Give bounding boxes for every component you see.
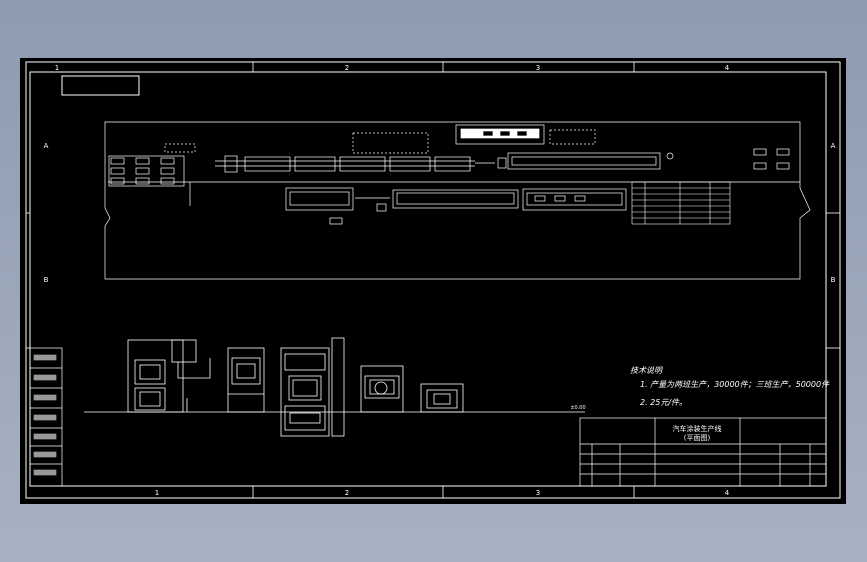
zone-row-a-right: A [831,142,836,150]
notes-line-2: 2. 25元/件。 [640,398,687,407]
zone-col-3-top: 3 [536,64,540,72]
zone-col-2-top: 2 [345,64,349,72]
equipment-table [631,181,731,225]
elevation-view [84,337,585,437]
zone-col-4-bottom: 4 [725,489,730,497]
notes-line-1: 1. 产量为两班生产，30000件；三班生产，50000件 [640,380,830,389]
zone-col-1-bottom: 1 [155,489,159,497]
title-block [579,417,827,487]
zone-ticks [26,62,840,498]
zone-row-a-left: A [44,142,49,150]
process-line-lower [285,187,627,225]
process-line-upper [215,152,674,173]
drawing-name-line1: 汽车涂装生产线 [673,424,722,433]
zone-col-4-top: 4 [725,64,730,72]
outer-frame [25,61,841,499]
revision-table [29,347,63,487]
notes-heading: 技术说明 [630,366,664,375]
inner-frame [29,71,827,487]
zone-row-b-right: B [831,276,836,284]
corner-box [61,75,140,96]
zone-row-b-left: B [44,276,49,284]
zone-col-3-bottom: 3 [536,489,540,497]
drawing-name-line2: (平面图) [684,434,711,442]
zone-col-2-bottom: 2 [345,489,349,497]
cad-drawing: 1 2 3 4 1 2 3 4 A B A B 技术说明 1. 产量为两班生产，… [25,61,841,499]
zone-col-1-top: 1 [55,64,59,72]
level-mark: ±0.00 [570,405,585,411]
plan-view [104,121,811,280]
drawing-canvas[interactable]: 1 2 3 4 1 2 3 4 A B A B 技术说明 1. 产量为两班生产，… [20,58,846,504]
